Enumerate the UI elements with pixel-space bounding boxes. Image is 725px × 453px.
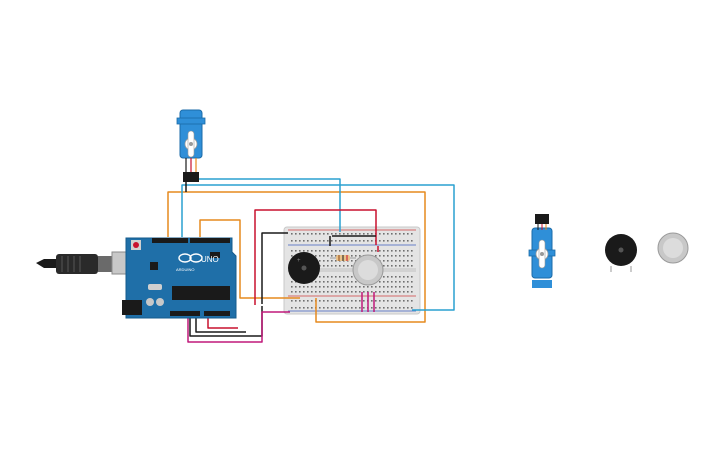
servo-motor[interactable] bbox=[176, 109, 206, 182]
wire-black-1 bbox=[261, 232, 288, 304]
wire-magenta-1 bbox=[187, 311, 290, 343]
resistor[interactable] bbox=[330, 255, 356, 261]
wire-blue-2 bbox=[198, 178, 341, 232]
svg-text:+: + bbox=[297, 258, 301, 264]
palette-gas-sensor[interactable] bbox=[657, 232, 689, 264]
wire-orange-1 bbox=[167, 191, 426, 323]
piezo-buzzer[interactable]: + bbox=[288, 252, 320, 284]
wire-black-3 bbox=[195, 318, 246, 333]
arduino-model-label: UNO bbox=[201, 255, 219, 264]
arduino-logo-icon bbox=[178, 253, 203, 263]
wire-red-1 bbox=[254, 209, 377, 305]
wire-blue-1 bbox=[181, 184, 455, 311]
arduino-uno-board[interactable]: UNO ARDUINO bbox=[122, 237, 237, 319]
gas-sensor[interactable] bbox=[352, 254, 384, 286]
wires bbox=[167, 176, 455, 343]
wire-red-2 bbox=[207, 318, 238, 329]
usb-cable[interactable] bbox=[36, 251, 139, 275]
arduino-brand-label: ARDUINO bbox=[176, 267, 194, 272]
palette-buzzer[interactable] bbox=[605, 234, 637, 272]
wire-orange-2 bbox=[199, 219, 300, 299]
wire-magenta-jumpers bbox=[361, 292, 375, 312]
palette-servo[interactable] bbox=[528, 214, 556, 288]
